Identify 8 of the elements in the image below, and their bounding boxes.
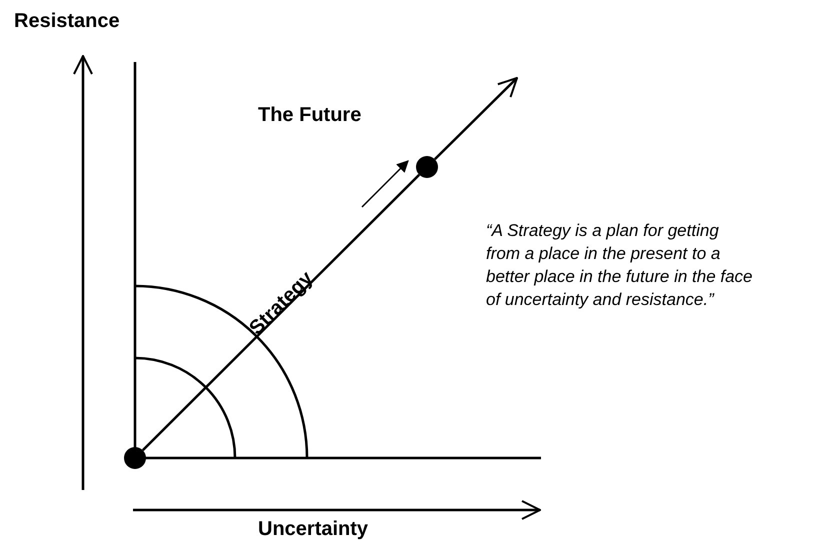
connector-line — [142, 174, 420, 452]
axis-label: Uncertainty — [258, 518, 368, 541]
point-label: The Future — [258, 104, 362, 127]
point-dot — [124, 447, 146, 469]
arrow — [434, 77, 518, 160]
axis-label: Resistance — [14, 10, 120, 33]
quote-text: “A Strategy is a plan for getting from a place in the present to a better place in the future in the face of uncertainty and resistance.” — [486, 220, 754, 311]
point-dot — [416, 156, 438, 178]
